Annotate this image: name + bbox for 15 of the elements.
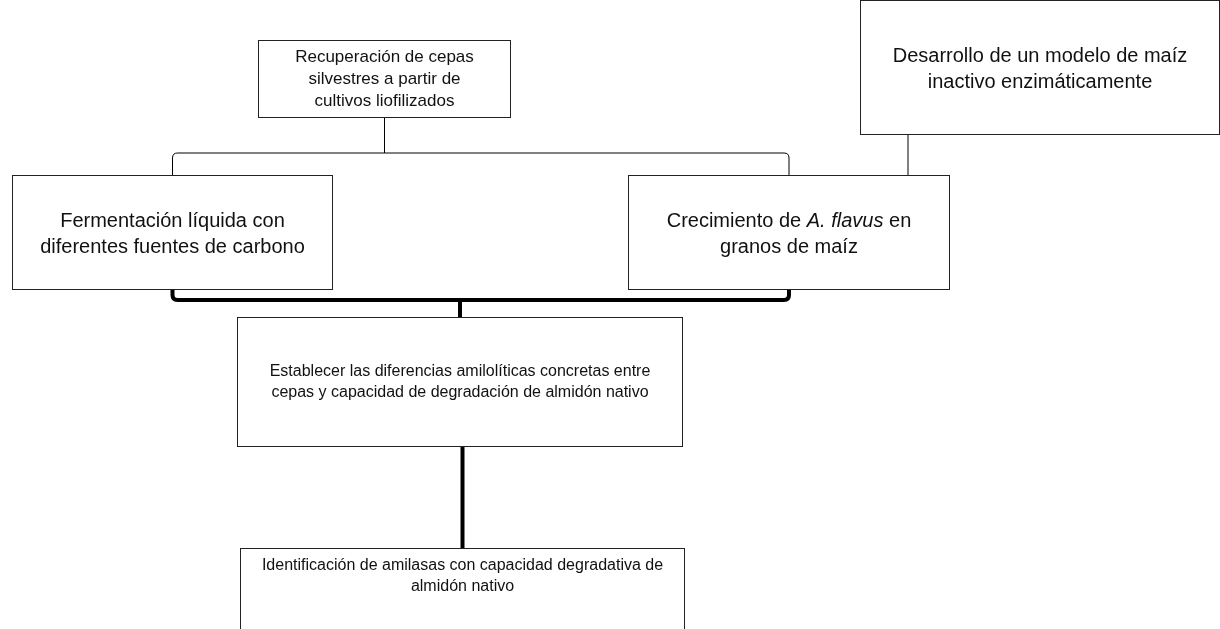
process-box: [258, 40, 511, 118]
box-text: Desarrollo de un modelo de maíz inactivo enzimáticamente: [891, 42, 1189, 94]
box-text: Identificación de amilasas con capacidad degradativa de almidón nativo: [261, 555, 664, 596]
box-text: Crecimiento de A. flavus en granos de maíz: [665, 207, 913, 259]
connector-line: [458, 290, 791, 317]
process-box: [240, 548, 685, 629]
process-box: [860, 0, 1220, 135]
connector-line: [460, 447, 465, 548]
box-text: Establecer las diferencias amilolíticas concretas entre cepas y capacidad de degradación de almidón nativo: [268, 361, 652, 402]
connector-line: [907, 134, 909, 176]
process-box: [12, 175, 333, 290]
process-box: [628, 175, 950, 290]
process-box: [237, 317, 683, 447]
box-text: Fermentación líquida con diferentes fuentes de carbono: [39, 207, 306, 259]
box-text: Recuperación de cepas silvestres a partir de cultivos liofilizados: [294, 45, 475, 113]
